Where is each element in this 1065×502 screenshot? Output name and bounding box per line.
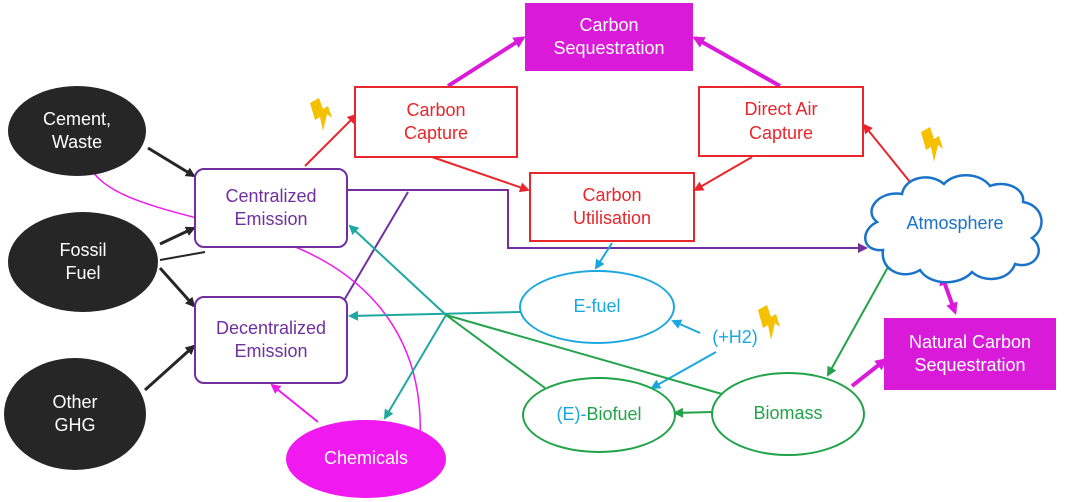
lightning-bolt-icon [310,98,332,131]
node-decentralized-emission: Decentralized Emission [194,296,348,384]
line-biofuel-to-hub [445,314,546,389]
arrow-dac-to-utilisation [693,156,753,192]
arrow-centralized-to-capture [304,113,358,167]
node-carbon-utilisation: Carbon Utilisation [529,172,695,242]
arrow-utilisation-to-efuel [594,242,613,270]
node-cement-waste: Cement, Waste [8,86,146,176]
arrow-fossil-to-decentralized [158,266,196,308]
node-centralized-emission: Centralized Emission [194,168,348,248]
line-fossil-connector [159,251,206,261]
node-atmosphere: Atmosphere [906,213,1004,234]
node-natural-carbon-sequestration: Natural Carbon Sequestration [884,318,1056,390]
arrow-atmosphere-to-biomass [827,257,894,377]
node-direct-air-capture: Direct Air Capture [698,86,864,157]
node-e-biofuel: (E)-Biofuel [522,377,676,453]
lightning-bolt-icon [921,127,943,162]
e-biofuel-suffix: Biofuel [586,404,642,425]
cloud-icon [864,174,1043,284]
node-e-fuel: E-fuel [519,270,675,344]
arrow-capture-to-sequestration [446,36,526,88]
arrow-atmosphere-to-dac [862,123,911,183]
arrow-biomass-to-natural-sequestration [850,358,888,388]
arrow-hub-to-centralized [348,224,447,316]
node-carbon-capture: Carbon Capture [354,86,518,158]
arrow-h2-to-efuel [671,319,701,334]
line-biomass-to-hub [445,314,723,395]
arrow-dac-to-sequestration [692,36,781,88]
line-decentralized-to-atmosphere-branch [342,191,409,303]
arrow-biomass-to-biofuel [673,407,713,418]
arrow-cement-to-centralized [147,146,196,178]
node-fossil-fuel: Fossil Fuel [8,212,158,312]
arrow-other-to-decentralized [143,344,196,392]
arrow-capture-to-utilisation [431,156,530,193]
arrow-hub-to-chemicals [383,314,447,420]
arrow-efuel-to-decentralized [348,310,521,321]
node-chemicals: Chemicals [286,420,446,498]
arrow-chemicals-to-decentralized [270,383,319,423]
node-other-ghg: Other GHG [4,358,146,470]
arrow-centralized-to-atmosphere [348,189,868,253]
arrow-h2-to-biofuel [650,351,717,389]
arrow-fossil-to-centralized [159,226,196,246]
node-carbon-sequestration: Carbon Sequestration [525,3,693,71]
node-h2: (+H2) [712,327,758,348]
e-biofuel-prefix: (E)- [556,404,587,425]
lightning-bolt-icon [758,305,780,340]
node-biomass: Biomass [711,372,865,456]
